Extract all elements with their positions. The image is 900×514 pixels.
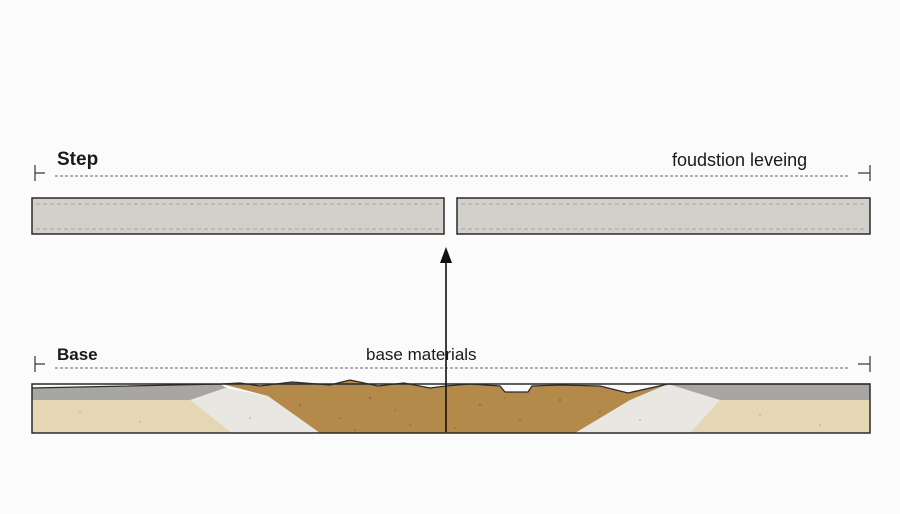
step-label: Step xyxy=(57,149,99,170)
leveling-arrow xyxy=(440,247,452,432)
base-label: Base xyxy=(57,345,98,364)
gravel-layer-right xyxy=(668,384,870,400)
step-dimension-line xyxy=(34,165,871,181)
crushed-stone-right xyxy=(575,384,720,433)
gravel-layer-left xyxy=(32,384,230,400)
fill-soil xyxy=(222,380,668,433)
base-cross-section xyxy=(31,379,871,434)
base-materials-label: base materials xyxy=(366,345,477,364)
crushed-stone-left xyxy=(190,388,320,433)
step-slab-right xyxy=(456,197,871,235)
step-slab-left xyxy=(31,197,445,235)
foundation-leveling-label: foudstion leveing xyxy=(672,150,808,170)
base-dimension-line xyxy=(34,356,871,372)
